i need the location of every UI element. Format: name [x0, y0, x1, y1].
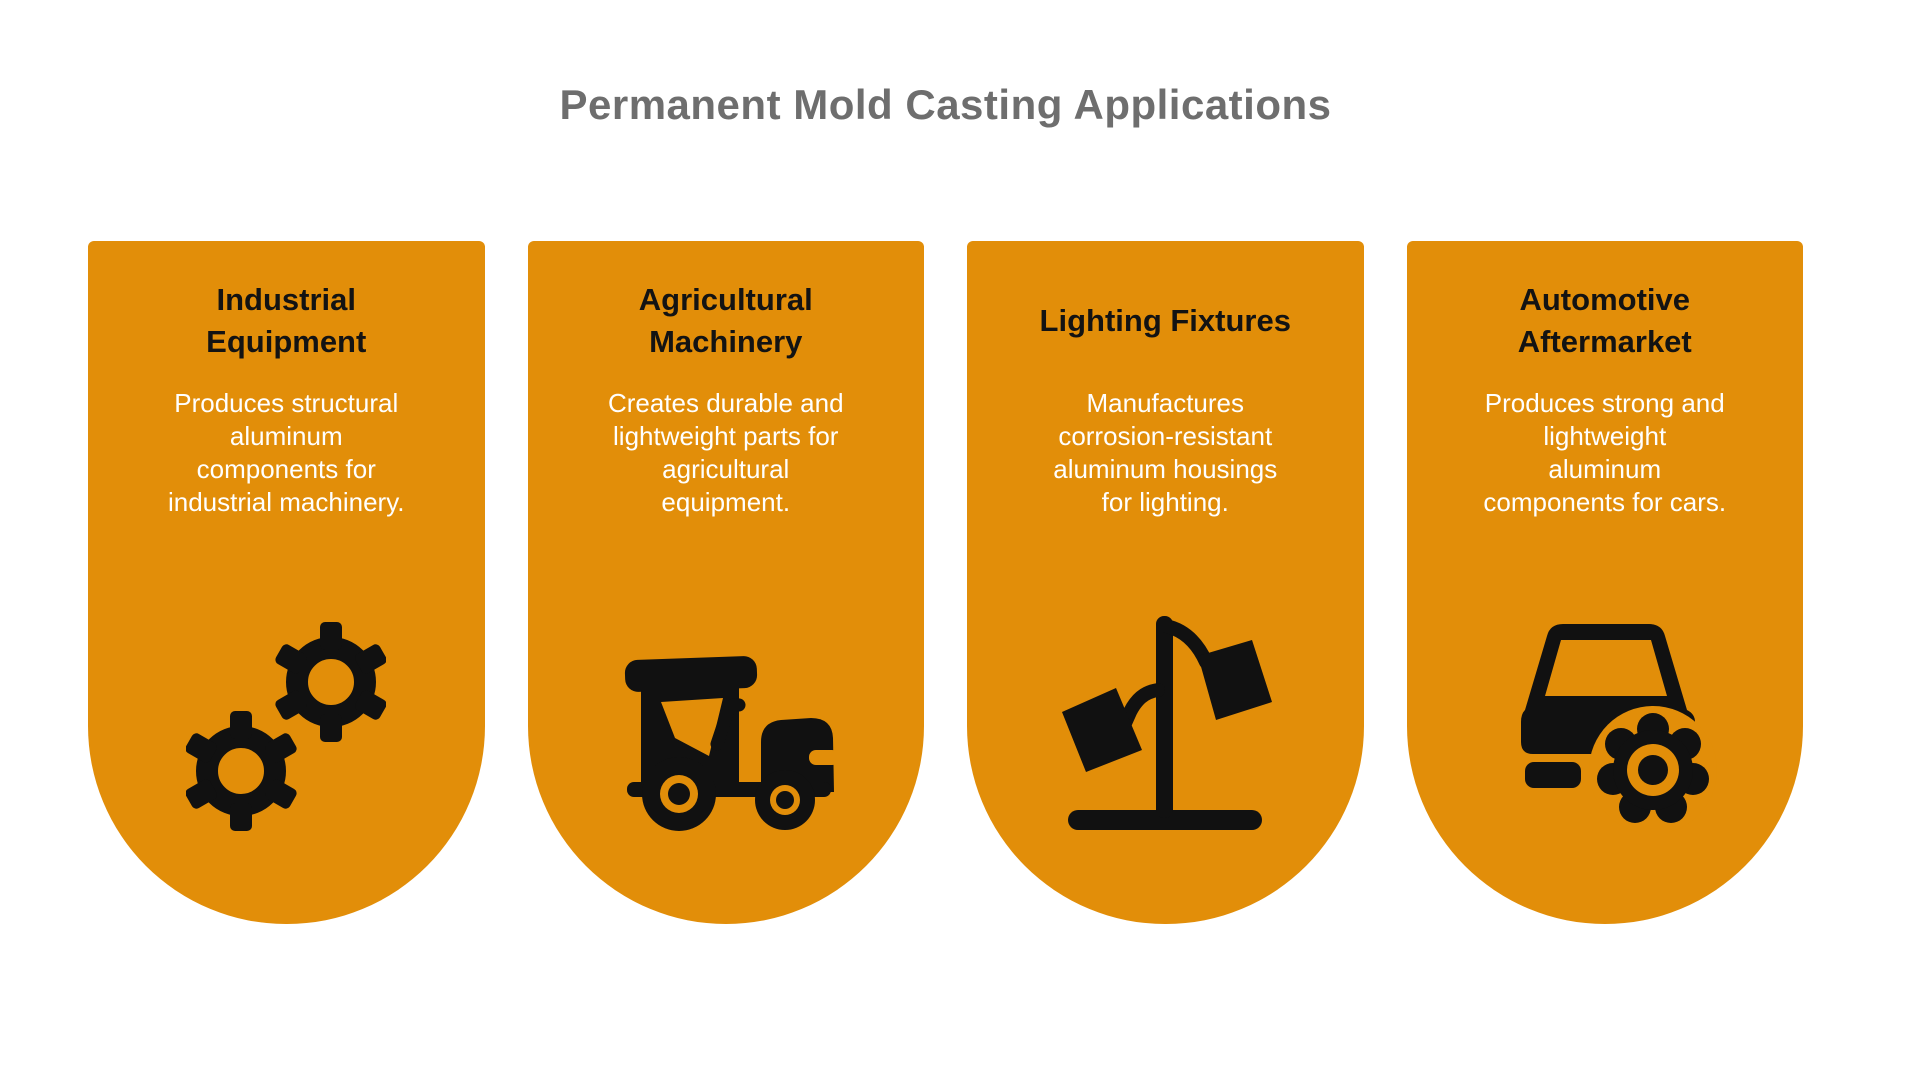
- card-industrial-equipment: Industrial Equipment Produces structural…: [88, 241, 485, 924]
- page-title: Permanent Mold Casting Applications: [559, 81, 1332, 128]
- card-lighting-fixtures: Lighting Fixtures Manufactures corrosion…: [967, 241, 1364, 924]
- card-title: Industrial Equipment: [206, 282, 367, 359]
- card-title: Agricultural Machinery: [638, 282, 813, 359]
- card-description: Creates durable and lightweight parts fo…: [607, 388, 844, 517]
- gears-icon: [88, 620, 485, 832]
- card-description: Manufactures corrosion-resistant aluminu…: [1053, 388, 1278, 517]
- street-lamp-icon: [967, 610, 1364, 832]
- car-gear-icon: [1407, 612, 1804, 832]
- cards-row: Industrial Equipment Produces structural…: [88, 241, 1803, 924]
- card-agricultural-machinery: Agricultural Machinery Creates durable a…: [527, 241, 925, 924]
- card-automotive-aftermarket: Automotive Aftermarket Produces strong a…: [1406, 241, 1804, 924]
- card-title: Lighting Fixtures: [1039, 303, 1291, 338]
- card-description: Produces strong and lightweight aluminum…: [1483, 388, 1727, 517]
- card-description: Produces structural aluminum components …: [167, 388, 405, 517]
- tractor-icon: [528, 650, 925, 832]
- card-title: Automotive Aftermarket: [1517, 282, 1692, 359]
